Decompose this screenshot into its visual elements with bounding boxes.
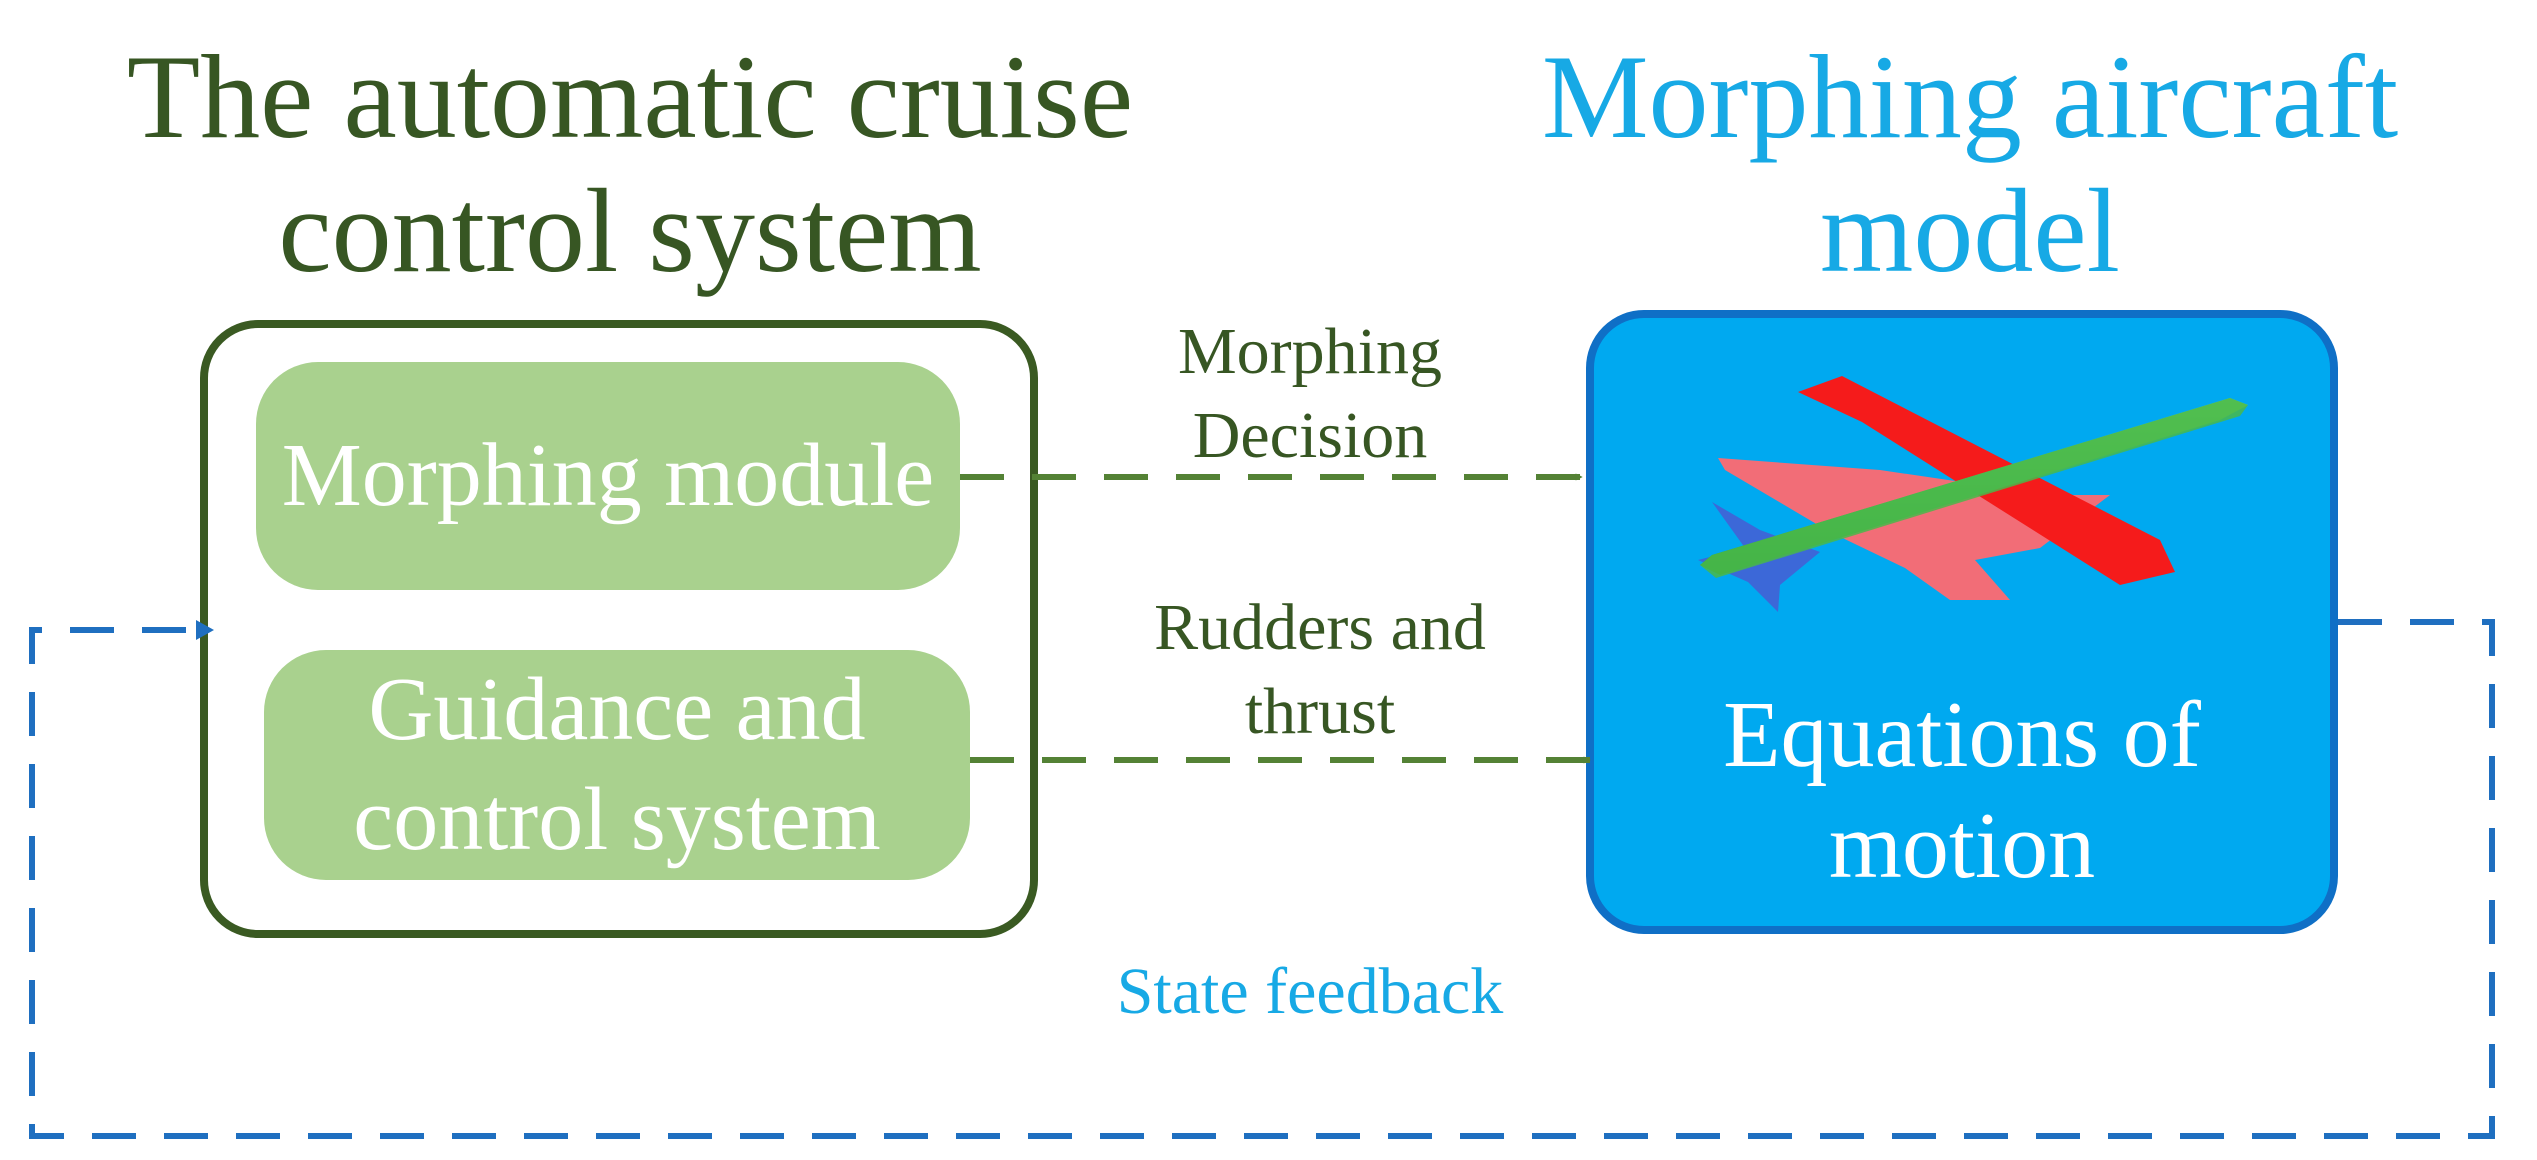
state-feedback-label: State feedback xyxy=(1116,955,1504,1028)
controller-title: The automatic cruise control system xyxy=(126,30,1134,298)
state-feedback-arrowhead xyxy=(196,620,214,640)
morphing-decision-label: Morphing Decision xyxy=(1178,315,1442,472)
aircraft-title: Morphing aircraft model xyxy=(1541,30,2399,298)
state-feedback-loop xyxy=(29,619,2495,1139)
equations-of-motion-label: Equations of motion xyxy=(1723,683,2201,898)
rudders-thrust-label: Rudders and thrust xyxy=(1154,591,1486,748)
morphing-module: Morphing module xyxy=(256,362,960,590)
aircraft-icon xyxy=(1698,376,2248,612)
guidance-control-module: Guidance and control system xyxy=(264,650,970,880)
